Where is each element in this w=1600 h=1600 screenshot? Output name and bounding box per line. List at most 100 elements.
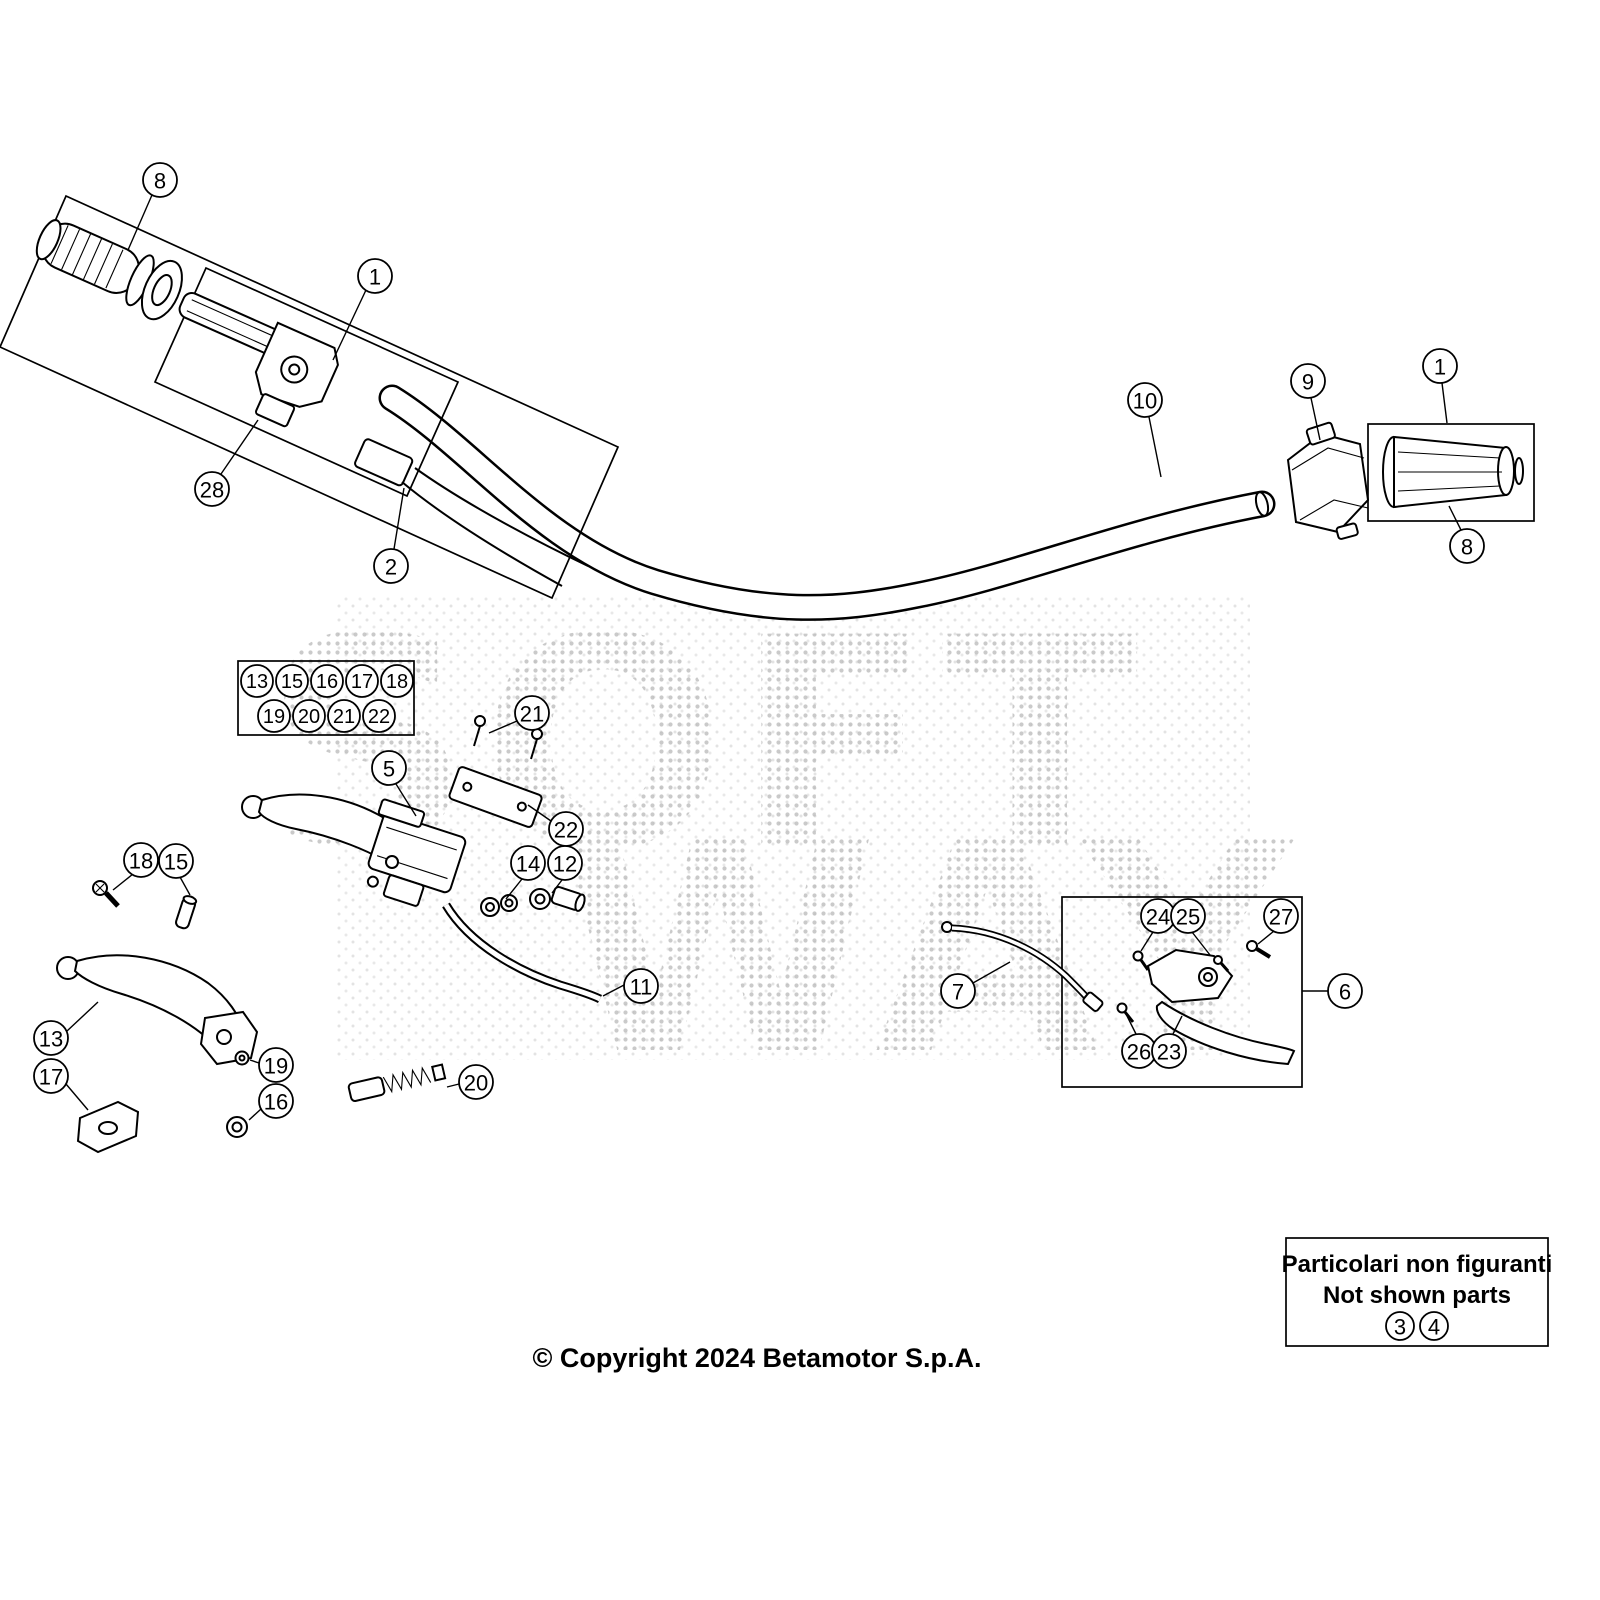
svg-text:14: 14 (516, 852, 540, 877)
callout-25-screw[interactable]: 25 (1170, 898, 1211, 956)
grip-left-ridges (50, 225, 124, 289)
watermark-line2: WAY (558, 782, 1302, 1119)
throttle-cables (354, 438, 589, 587)
svg-text:3: 3 (1394, 1315, 1406, 1340)
switch-housing-right (1286, 421, 1370, 540)
cable-1 (401, 481, 563, 587)
clutch-lever-left-group (56, 880, 447, 1154)
callout-7-cable[interactable]: 7 (940, 961, 1011, 1009)
callout-13-lever-left[interactable]: 13 (33, 1001, 99, 1056)
screw-shaft (1123, 1011, 1135, 1023)
barrel-body (1082, 991, 1104, 1012)
plate-hole-1 (462, 781, 473, 792)
callout-11-hose[interactable]: 11 (602, 968, 659, 1004)
callout-26-screw[interactable]: 26 (1121, 1013, 1157, 1069)
bolt-head (1246, 940, 1258, 952)
svg-text:22: 22 (368, 706, 390, 728)
assembly-boundary-inner (153, 266, 460, 498)
callout-27-bolt-right[interactable]: 27 (1257, 898, 1299, 945)
legend-box (237, 660, 415, 736)
throttle-housing-tab (254, 393, 296, 428)
svg-text:10: 10 (1133, 389, 1157, 414)
svg-text:13: 13 (246, 671, 268, 693)
washer-14a-hole (485, 902, 495, 912)
svg-text:19: 19 (264, 1054, 288, 1079)
legend-item-17[interactable]: 17 (345, 664, 379, 698)
callout-24-screw[interactable]: 24 (1140, 898, 1176, 952)
legend-item-22[interactable]: 22 (362, 699, 396, 733)
pin-head (182, 895, 198, 905)
clamp-17 (76, 1100, 140, 1154)
callout-9-switch-right[interactable]: 9 (1290, 363, 1326, 441)
handlebar-end-cap (1254, 491, 1270, 517)
switch-top-tab (1305, 421, 1336, 446)
legend-item-20[interactable]: 20 (292, 699, 326, 733)
bolt-slot (95, 883, 105, 893)
clamp-hole (98, 1121, 118, 1135)
callout-6-assembly-right[interactable]: 6 (1302, 973, 1363, 1009)
bolt-27 (1246, 940, 1272, 959)
grip-right-boundary (1367, 423, 1535, 522)
svg-text:20: 20 (464, 1071, 488, 1096)
callout-8-grip-right[interactable]: 8 (1448, 505, 1485, 564)
svg-text:7: 7 (952, 980, 964, 1005)
nut-16-hole (231, 1121, 243, 1133)
svg-text:16: 16 (316, 671, 338, 693)
svg-text:25: 25 (1176, 905, 1200, 930)
callout-10-handlebar[interactable]: 10 (1127, 382, 1163, 478)
callout-23-lever-right[interactable]: 23 (1151, 1015, 1187, 1069)
grip-right-ridges (1397, 451, 1502, 492)
callout-2-cables[interactable]: 2 (373, 487, 409, 584)
svg-text:17: 17 (351, 671, 373, 693)
callout-8-grip-left[interactable]: 8 (127, 162, 178, 251)
grip-left-flange-hole (151, 274, 173, 307)
lever-pivot-screw (385, 855, 399, 869)
svg-text:13: 13 (39, 1027, 63, 1052)
callout-5-master-cylinder[interactable]: 5 (371, 750, 417, 817)
pivot-hole (216, 1029, 232, 1045)
svg-text:15: 15 (164, 850, 188, 875)
svg-text:6: 6 (1339, 980, 1351, 1005)
callout-1-throttle-left[interactable]: 1 (332, 258, 393, 361)
callout-17-clamp-left[interactable]: 17 (33, 1058, 89, 1111)
svg-text:27: 27 (1269, 905, 1293, 930)
callout-20-adjuster[interactable]: 20 (446, 1064, 494, 1100)
handlebar-tube (378, 384, 1276, 621)
screw-head (1116, 1002, 1128, 1014)
throttle-assembly-left (0, 194, 620, 600)
legend-grid: 13 15 16 17 18 19 20 21 22 (237, 660, 415, 736)
grip-right-end-hole (1514, 457, 1524, 485)
callout-28-throttle-housing[interactable]: 28 (194, 419, 259, 507)
callout-18-bolt-left[interactable]: 18 (112, 842, 159, 891)
callout-16-nut-left[interactable]: 16 (248, 1083, 294, 1121)
legend-item-13[interactable]: 13 (240, 664, 274, 698)
not-shown-part-4[interactable]: 4 (1419, 1311, 1449, 1341)
svg-text:8: 8 (1461, 535, 1473, 560)
grip-right-group (1367, 423, 1535, 522)
callout-14-washer[interactable]: 14 (505, 845, 546, 900)
not-shown-line1: Particolari non figuranti (1282, 1251, 1553, 1278)
not-shown-part-3[interactable]: 3 (1385, 1311, 1415, 1341)
screw-shaft (1139, 959, 1150, 971)
callout-22-plate[interactable]: 22 (527, 804, 584, 847)
legend-item-21[interactable]: 21 (327, 699, 361, 733)
callout-12-fitting[interactable]: 12 (547, 845, 583, 894)
legend-item-18[interactable]: 18 (380, 664, 414, 698)
svg-text:1: 1 (1434, 355, 1446, 380)
legend-item-19[interactable]: 19 (257, 699, 291, 733)
throttle-tube (178, 292, 339, 428)
svg-text:28: 28 (200, 478, 224, 503)
svg-text:18: 18 (386, 671, 408, 693)
callout-1-grip-right[interactable]: 1 (1422, 348, 1458, 424)
callout-19-washer-left[interactable]: 19 (249, 1047, 294, 1083)
callout-21-screws[interactable]: 21 (488, 695, 550, 734)
legend-item-15[interactable]: 15 (275, 664, 309, 698)
svg-text:2: 2 (385, 555, 397, 580)
legend-item-16[interactable]: 16 (310, 664, 344, 698)
bar-clamp (382, 874, 425, 907)
svg-text:15: 15 (281, 671, 303, 693)
callout-15-pin-left[interactable]: 15 (158, 843, 194, 896)
svg-text:17: 17 (39, 1065, 63, 1090)
svg-text:8: 8 (154, 169, 166, 194)
